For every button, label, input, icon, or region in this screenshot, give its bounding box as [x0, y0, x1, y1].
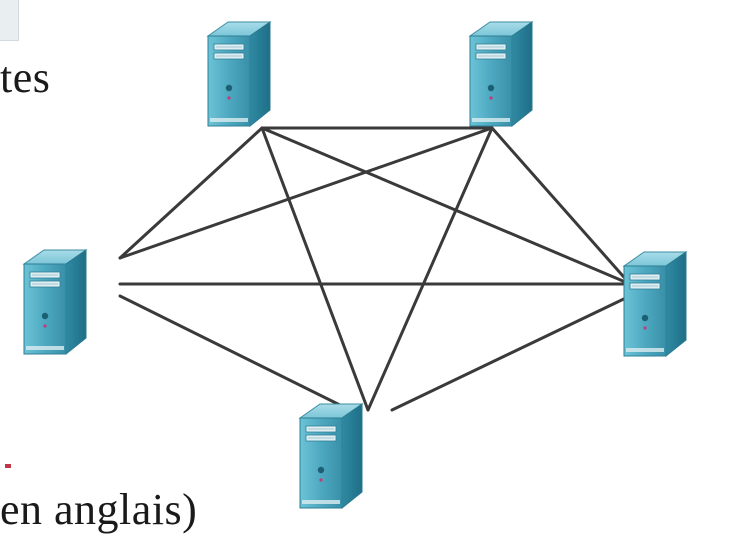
server-right-icon	[623, 251, 687, 357]
link-tr-right	[490, 126, 632, 286]
link-tl-bottom	[260, 126, 370, 412]
link-tl-right	[260, 126, 632, 286]
link-tr-bottom	[366, 126, 494, 412]
corner-frame	[0, 0, 19, 41]
partial-text-bottom: en anglais)	[0, 485, 198, 534]
link-tr-left	[118, 126, 494, 260]
server-top-right-icon	[469, 21, 533, 127]
server-bottom-icon	[299, 403, 363, 509]
partial-text-top: tes	[0, 53, 51, 102]
server-top-left-icon	[207, 21, 271, 127]
link-left-bottom	[118, 294, 352, 412]
mesh-links	[118, 126, 632, 412]
red-marker	[5, 464, 11, 468]
link-right-bottom	[390, 294, 632, 412]
server-left-icon	[23, 249, 87, 355]
link-tl-left	[118, 126, 264, 260]
